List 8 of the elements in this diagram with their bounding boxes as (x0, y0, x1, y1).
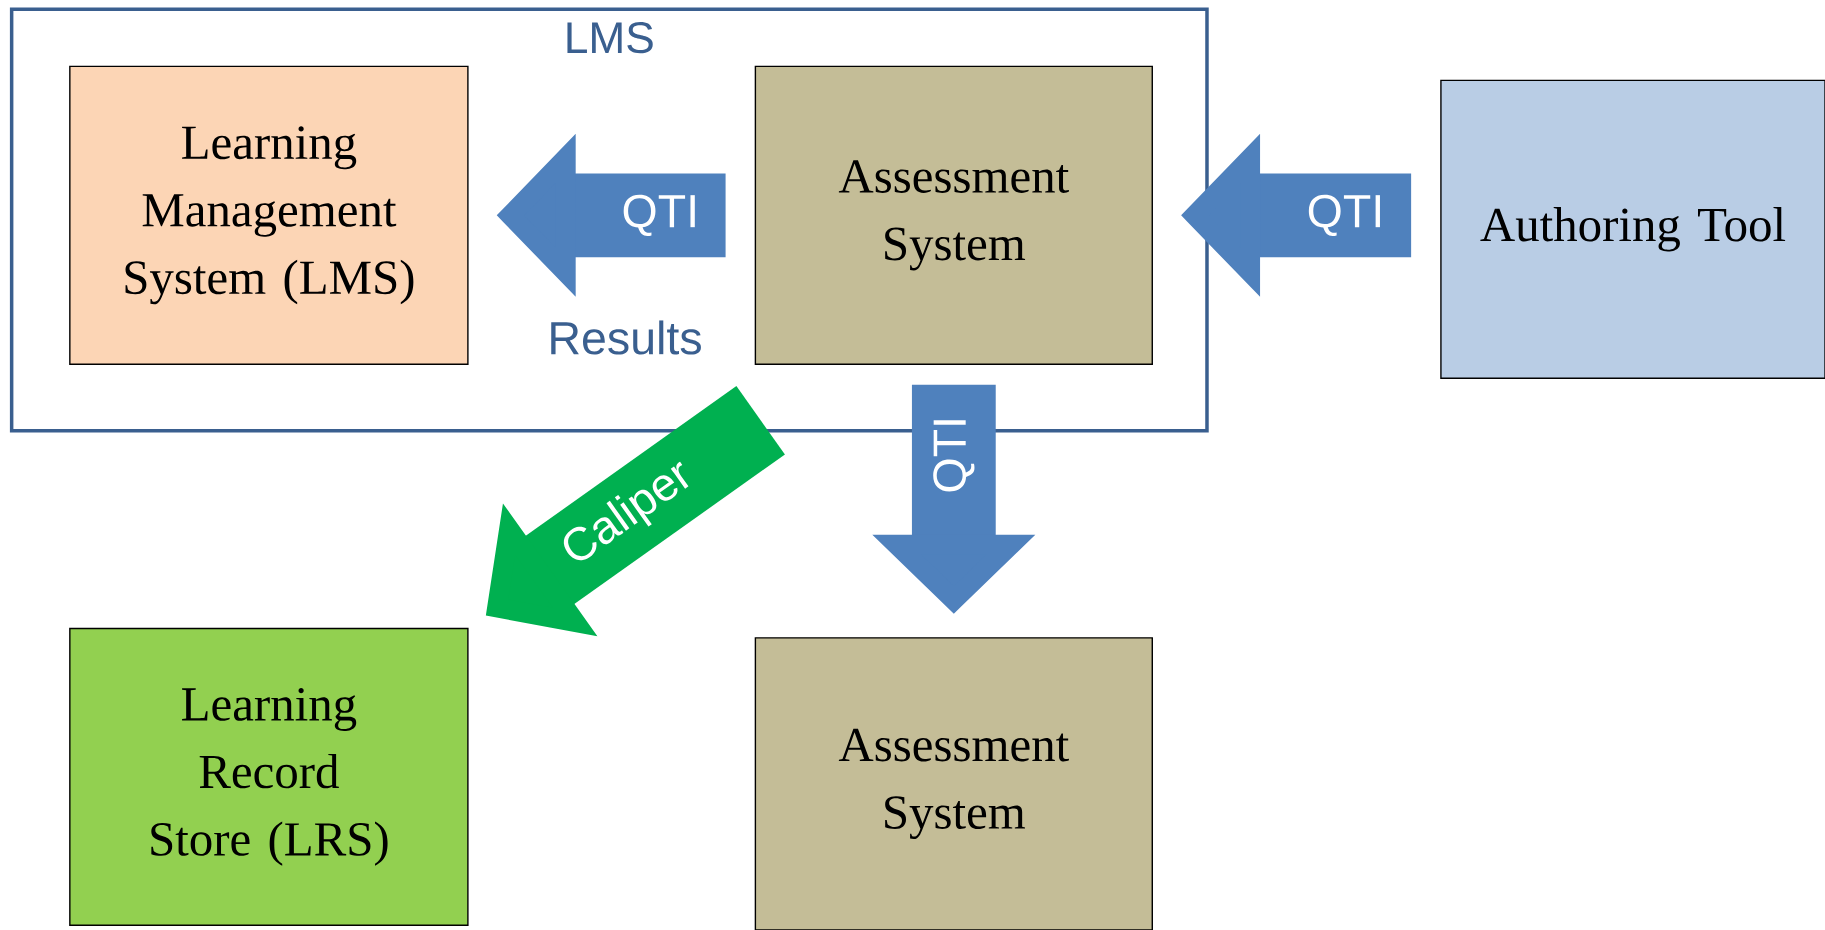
system-box: Learning Record Store (LRS) (69, 627, 469, 927)
edge-label: QTI (623, 194, 695, 236)
system-box: Assessment System (754, 637, 1153, 930)
system-box: Assessment System (754, 65, 1153, 366)
system-box: Learning Management System (LMS) (69, 65, 469, 366)
arrow-caption: Results (551, 320, 701, 355)
edge-label: QTI (1308, 194, 1380, 236)
system-box: Authoring Tool (1440, 79, 1825, 379)
